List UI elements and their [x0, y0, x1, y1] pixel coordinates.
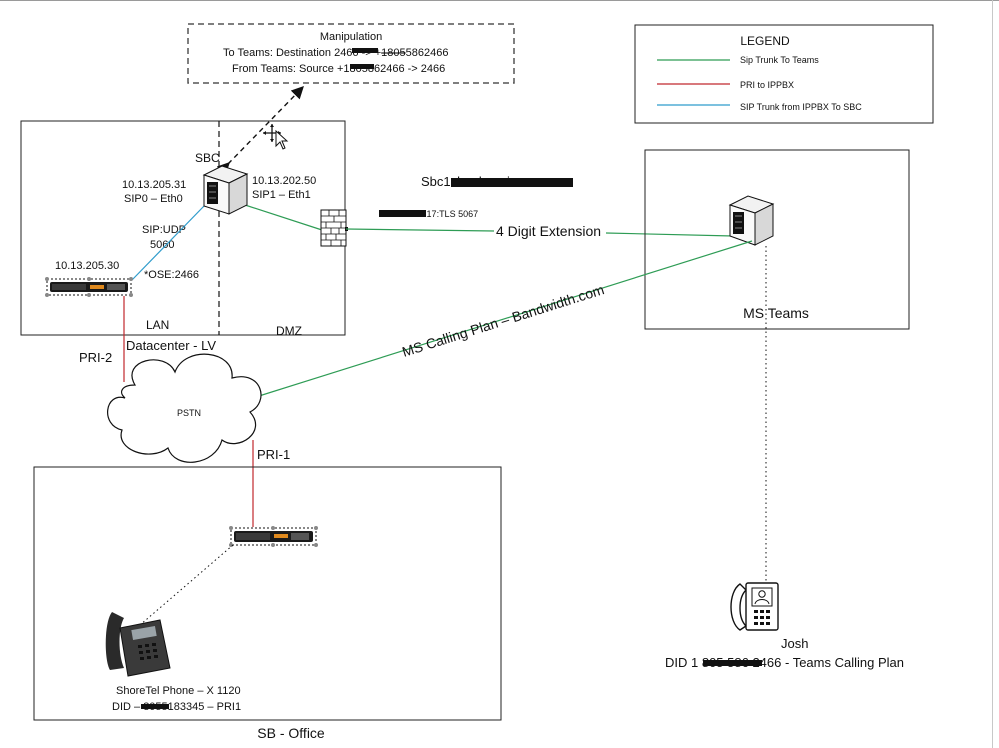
manipulation-box: Manipulation To Teams: Destination 2466 …: [187, 23, 515, 84]
ip-phone-icon: [730, 582, 779, 631]
josh-name: Josh: [781, 636, 808, 651]
teams-trunk-line: [345, 228, 495, 232]
ms-teams-box: [644, 149, 910, 330]
legend-label: Sip Trunk To Teams: [740, 55, 819, 65]
pri1-label: PRI-1: [257, 447, 290, 462]
ms-teams-label: MS Teams: [743, 305, 809, 321]
office-did-label: DID – 8055183345 – PRI1: [112, 701, 241, 713]
pstn-cloud-icon: [107, 353, 262, 463]
redacted-text: 1805: [381, 47, 405, 59]
firewall-icon: [320, 209, 348, 247]
josh-did-label: DID 1 805 586 2466 - Teams Calling Plan: [665, 655, 904, 670]
redaction-bar: [379, 210, 426, 217]
redaction-bar: [703, 660, 762, 666]
manipulation-from-teams: From Teams: Source +1805862466 -> 2466: [232, 63, 445, 75]
sip0-ip: 10.13.205.31: [122, 179, 186, 191]
teams-server-icon: [728, 195, 775, 246]
datacenter-label: Datacenter - LV: [126, 338, 216, 353]
legend-label: SIP Trunk from IPPBX To SBC: [740, 102, 862, 112]
sbc-firewall-line: [244, 204, 323, 231]
legend-label: PRI to IPPBX: [740, 80, 794, 90]
ippbx-ip: 10.13.205.30: [55, 260, 119, 272]
sip-trunk-ippbx-sbc-line: [131, 204, 206, 281]
manipulation-title: Manipulation: [320, 31, 382, 43]
sip1-iface: SIP1 – Eth1: [252, 189, 311, 201]
calling-plan-label: MS Calling Plan – Bandwidth.com: [400, 281, 606, 360]
sb-office-label: SB - Office: [257, 725, 325, 741]
calling-plan-line: [258, 240, 753, 397]
sip-udp-label: SIP:UDP: [142, 224, 186, 236]
redaction-bar: [451, 178, 573, 187]
dmz-label: DMZ: [276, 324, 302, 338]
legend-title: LEGEND: [740, 34, 790, 48]
office-ippbx-appliance-icon: [229, 526, 318, 547]
sb-office-box: [33, 466, 502, 721]
pstn-label: PSTN: [177, 408, 201, 418]
ose-label: *OSE:2466: [144, 269, 199, 281]
pri2-label: PRI-2: [79, 350, 112, 365]
office-phone-link: [139, 544, 234, 626]
lan-label: LAN: [146, 318, 169, 332]
legend: LEGEND Sip Trunk To Teams PRI to IPPBX S…: [634, 24, 934, 124]
manipulation-arrow: [216, 85, 304, 176]
shoretel-phone-label: ShoreTel Phone – X 1120: [116, 685, 241, 697]
sbc-server-icon: [202, 165, 249, 215]
desk-phone-icon: [105, 612, 171, 677]
ippbx-appliance-icon: [45, 277, 133, 297]
teams-trunk-line: [605, 232, 734, 237]
sbc-label: SBC: [195, 151, 220, 165]
redaction-bar: [350, 64, 374, 69]
sip0-iface: SIP0 – Eth0: [124, 193, 183, 205]
manipulation-to-teams: To Teams: Destination 2466 -> +180558624…: [223, 47, 448, 59]
redaction-bar: [141, 704, 169, 709]
move-cursor-icon: [263, 124, 289, 150]
redaction-bar: [352, 48, 378, 53]
four-digit-label: 4 Digit Extension: [496, 223, 601, 239]
sip1-ip: 10.13.202.50: [252, 175, 316, 187]
